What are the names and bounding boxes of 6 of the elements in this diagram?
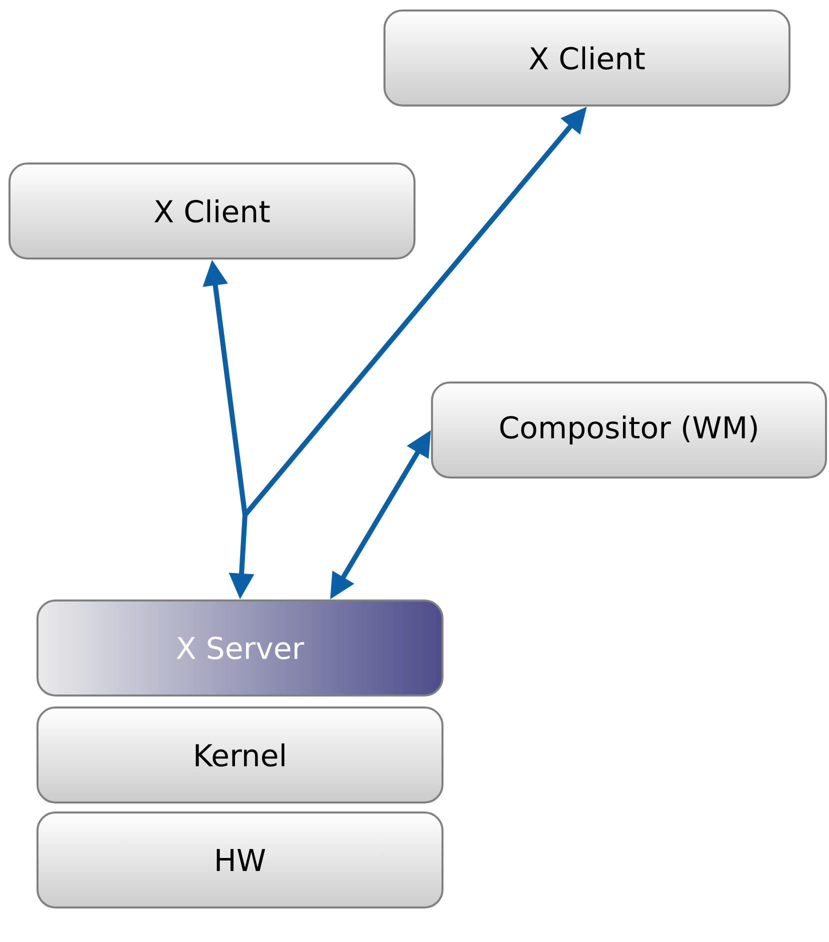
layer-box: X Client [8,162,416,260]
layer-box: Compositor (WM) [431,382,827,478]
layer-box: HW [36,812,444,908]
layer-box: Kernel [36,706,444,804]
layer-box: X Client [384,10,790,106]
layer-box: X Server [36,600,444,696]
